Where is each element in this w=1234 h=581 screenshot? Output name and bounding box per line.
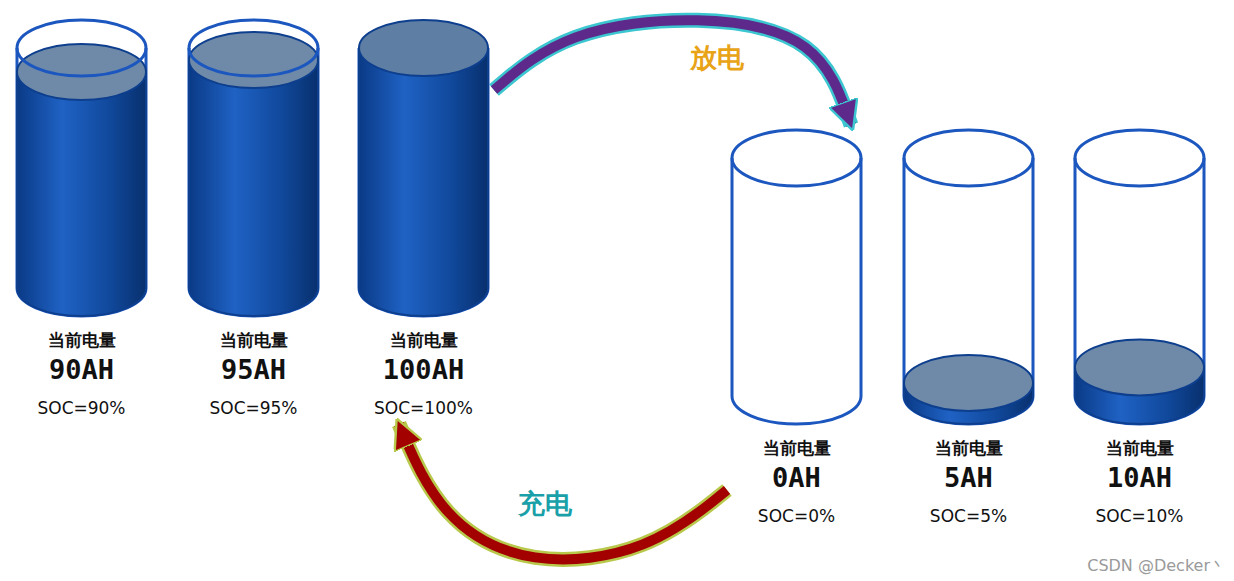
soc-value: SOC=0% [730,506,863,526]
arrow-body [494,20,851,125]
soc-value: SOC=95% [187,398,320,418]
cylinder-rim [732,130,861,186]
soc-value: SOC=100% [357,398,490,418]
cylinder-shape [15,18,148,318]
caption-text: 当前电量 [187,330,320,350]
cylinder-rim [904,130,1033,186]
charge-level [17,72,146,316]
capacity-value: 100AH [357,354,490,386]
cylinder-shape [730,128,863,426]
battery-cylinder: 当前电量 100AH SOC=100% [357,18,490,418]
cylinder-body [1075,158,1204,424]
battery-cylinder: 当前电量 0AH SOC=0% [730,128,863,526]
battery-cylinder: 当前电量 5AH SOC=5% [902,128,1035,526]
arc-arrow [399,424,727,559]
cylinder-body [732,158,861,424]
charge-surface [904,355,1033,411]
battery-cylinder: 当前电量 10AH SOC=10% [1073,128,1206,526]
cylinder-rim [1075,130,1204,186]
cylinder-shape [187,18,320,318]
charge-surface [1075,339,1204,395]
arrow-outline [399,424,727,559]
cylinder-body [904,158,1033,424]
edge-label: 放电 [686,42,748,74]
edge-label: 充电 [514,488,576,520]
arc-arrow [494,20,851,125]
capacity-value: 0AH [730,462,863,494]
cylinder-shape [1073,128,1206,426]
soc-value: SOC=5% [902,506,1035,526]
cylinder-body [359,48,488,316]
caption-text: 当前电量 [730,438,863,458]
capacity-value: 95AH [187,354,320,386]
soc-value: SOC=90% [15,398,148,418]
arrow-outline [494,20,851,125]
cylinder-rim [189,20,318,76]
caption-text: 当前电量 [15,330,148,350]
cylinder-rim [17,20,146,76]
battery-cylinder: 当前电量 95AH SOC=95% [187,18,320,418]
capacity-value: 10AH [1073,462,1206,494]
battery-cylinder: 当前电量 90AH SOC=90% [15,18,148,418]
caption-text: 当前电量 [902,438,1035,458]
watermark: CSDN @Decker丶 [1087,556,1226,577]
charge-level [189,60,318,316]
charge-surface [359,20,488,76]
capacity-value: 5AH [902,462,1035,494]
cylinder-shape [357,18,490,318]
capacity-value: 90AH [15,354,148,386]
arrow-body [399,424,727,559]
charge-level [359,48,488,316]
caption-text: 当前电量 [357,330,490,350]
caption-text: 当前电量 [1073,438,1206,458]
charge-surface [17,44,146,100]
charge-surface [189,32,318,88]
cylinder-shape [902,128,1035,426]
soc-value: SOC=10% [1073,506,1206,526]
